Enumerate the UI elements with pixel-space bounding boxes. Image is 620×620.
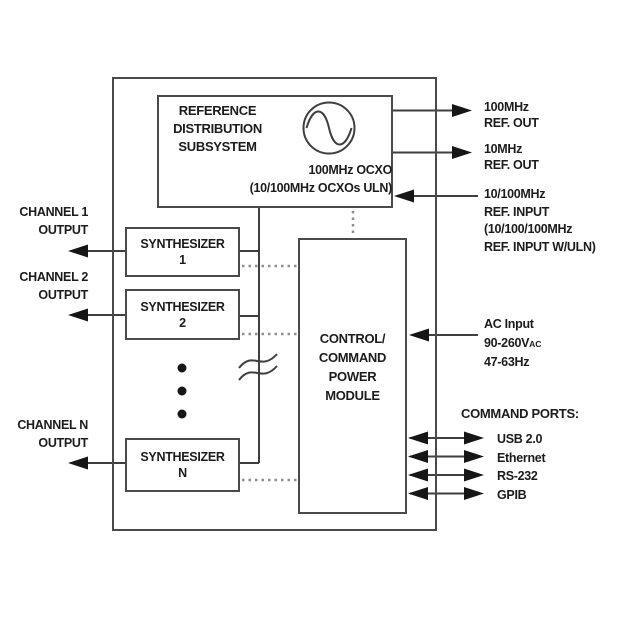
channel-n-output-label: CHANNEL N OUTPUT <box>17 418 88 450</box>
ac-input-line3: 47-63Hz <box>484 355 530 369</box>
port-label-ethernet: Ethernet <box>497 451 546 465</box>
rs232-right-arrowhead <box>464 468 484 482</box>
ref-out-100mhz-label: 100MHz REF. OUT <box>484 100 539 130</box>
dotted-control-links <box>242 211 355 482</box>
rs232-left-arrowhead <box>408 468 428 482</box>
oscillator-caption: 100MHz OCXO (10/100MHz OCXOs ULN) <box>249 163 393 195</box>
arrowheads <box>68 104 484 500</box>
synthesizer-2-box: SYNTHESIZER 2 <box>125 289 240 340</box>
ref-out-10-arrowhead <box>452 146 472 159</box>
gpib-left-arrowhead <box>408 487 428 500</box>
port-label-rs232: RS-232 <box>497 469 538 483</box>
channel-n-arrowhead <box>68 456 88 470</box>
control-command-power-box: CONTROL/ COMMAND POWER MODULE <box>298 238 407 514</box>
ethernet-left-arrowhead <box>408 450 428 463</box>
ac-subscript: AC <box>529 338 542 349</box>
line-break-icon <box>238 353 278 381</box>
channel-1-output-label: CHANNEL 1 OUTPUT <box>19 205 88 237</box>
reference-distribution-box <box>157 95 393 208</box>
ethernet-right-arrowhead <box>464 450 484 463</box>
command-ports-title: COMMAND PORTS: <box>461 406 579 421</box>
synthesizer-1-label: SYNTHESIZER 1 <box>140 237 225 267</box>
channel-2-arrowhead <box>68 308 88 322</box>
ac-input-arrowhead <box>409 328 429 342</box>
oscillator-sine-icon <box>302 101 356 155</box>
ref-out-10mhz-label: 10MHz REF. OUT <box>484 142 539 172</box>
gpib-right-arrowhead <box>464 487 484 500</box>
port-label-gpib: GPIB <box>497 488 527 502</box>
usb-left-arrowhead <box>408 431 428 445</box>
ac-input-label: AC Input 90-260VAC 47-63Hz <box>484 315 541 372</box>
ref-input-label: 10/100MHz REF. INPUT (10/100/100MHz REF.… <box>484 187 596 254</box>
ref-input-arrowhead <box>394 189 414 203</box>
usb-right-arrowhead <box>464 431 484 445</box>
control-command-power-label: CONTROL/ COMMAND POWER MODULE <box>318 331 387 403</box>
reference-box-title: REFERENCE DISTRIBUTION SUBSYSTEM <box>173 103 262 154</box>
vertical-ellipsis-icon <box>177 363 187 419</box>
ac-input-line2: 90-260VAC <box>484 335 542 350</box>
synthesizer-2-label: SYNTHESIZER 2 <box>140 299 225 330</box>
synthesizer-n-box: SYNTHESIZER N <box>125 438 240 492</box>
synthesizer-1-box: SYNTHESIZER 1 <box>125 227 240 277</box>
synthesizer-n-label: SYNTHESIZER N <box>140 450 225 480</box>
channel-2-output-label: CHANNEL 2 OUTPUT <box>19 270 88 302</box>
ac-input-line1: AC Input <box>484 317 534 331</box>
ref-out-100-arrowhead <box>452 104 472 117</box>
port-label-usb: USB 2.0 <box>497 432 543 446</box>
channel-1-arrowhead <box>68 244 88 258</box>
chassis-outline <box>112 77 437 531</box>
